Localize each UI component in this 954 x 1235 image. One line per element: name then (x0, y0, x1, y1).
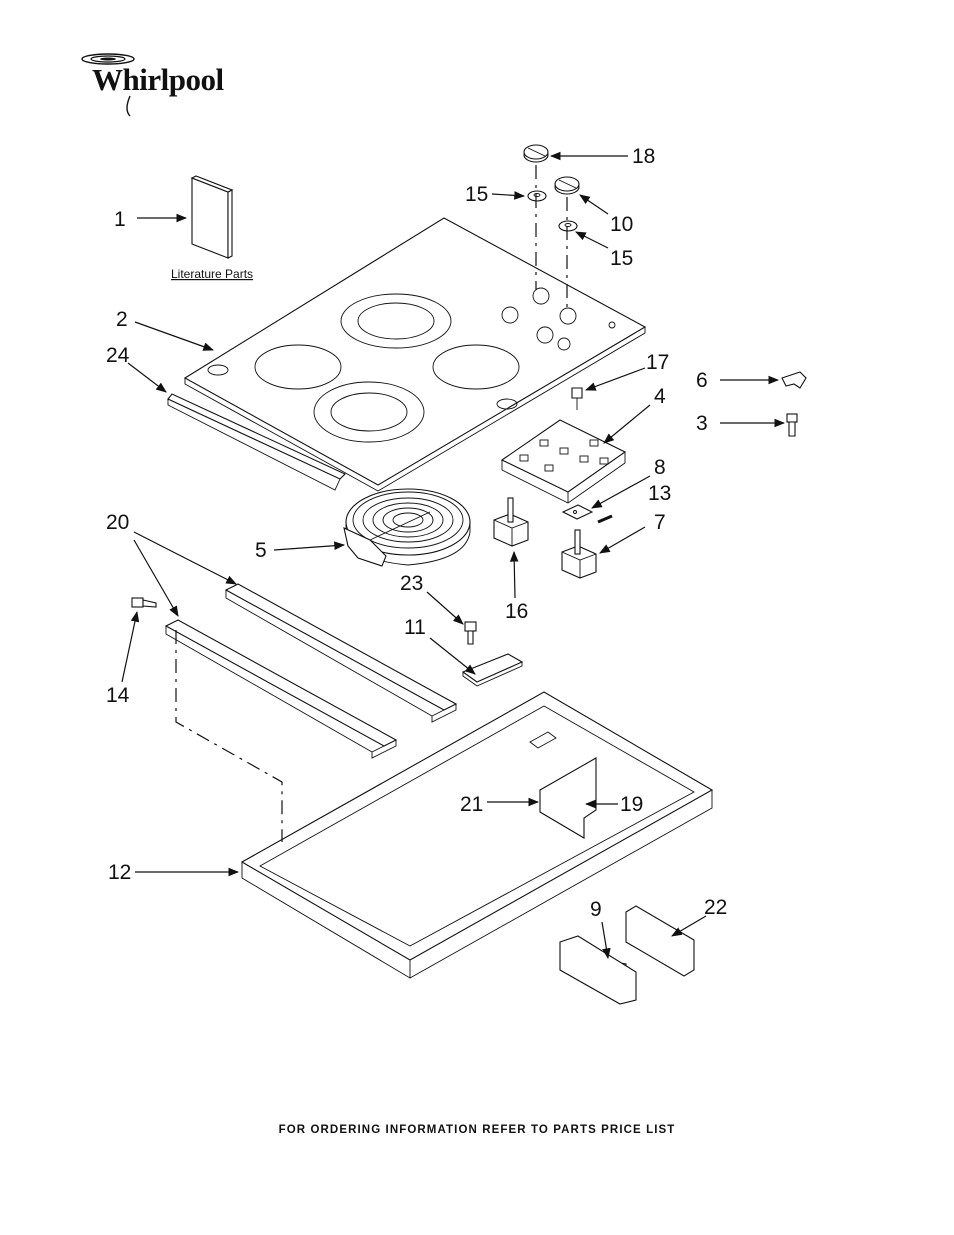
callout-5: 5 (255, 539, 267, 562)
callout-15a: 15 (465, 183, 488, 206)
callout-21: 21 (460, 793, 483, 816)
part-plate-8 (561, 504, 594, 520)
part-clip-6 (781, 371, 807, 389)
callout-labels: 1 2 24 18 15 10 15 17 6 4 3 8 13 7 20 5 … (106, 145, 727, 921)
swirl-logo-icon (81, 53, 135, 65)
callout-17: 17 (646, 351, 669, 374)
callout-18: 18 (632, 145, 655, 168)
literature-caption: Literature Parts (171, 267, 253, 281)
logo-wordmark: Whirlpool (92, 62, 224, 97)
part-insulator-13 (597, 514, 613, 524)
callout-7: 7 (654, 511, 666, 534)
part-screw-17 (571, 387, 583, 410)
leader-lines (121, 151, 786, 960)
part-bezel-15b (558, 220, 578, 232)
part-bezel-15a (527, 190, 547, 202)
ordering-note: FOR ORDERING INFORMATION REFER TO PARTS … (278, 1124, 676, 1136)
callout-12: 12 (108, 861, 131, 884)
callout-10: 10 (610, 213, 633, 236)
callout-13: 13 (648, 482, 671, 505)
part-control-board (500, 419, 627, 504)
part-trim-strip (167, 393, 346, 491)
part-screw-14 (131, 597, 157, 608)
callout-16: 16 (505, 600, 528, 623)
part-side-bracket (559, 905, 695, 1005)
part-cooktop-glass (183, 217, 647, 492)
callout-8: 8 (654, 456, 666, 479)
callout-20: 20 (106, 511, 129, 534)
callout-19: 19 (620, 793, 643, 816)
part-switch-16 (493, 497, 529, 547)
part-bracket-11 (461, 653, 524, 687)
callout-1: 1 (114, 208, 126, 231)
callout-14: 14 (106, 684, 130, 707)
part-literature (190, 175, 234, 259)
part-channel-rear (164, 619, 398, 759)
part-channel-front (224, 583, 458, 723)
callout-24: 24 (106, 344, 130, 367)
part-knob-18 (523, 144, 549, 163)
part-switch-7 (561, 529, 597, 579)
part-screw-23 (464, 621, 477, 645)
callout-11: 11 (404, 616, 426, 639)
callout-3: 3 (696, 412, 708, 435)
callout-23: 23 (400, 572, 423, 595)
part-radiant-element (343, 488, 471, 567)
callout-22: 22 (704, 896, 727, 919)
callout-15b: 15 (610, 247, 633, 270)
callout-2: 2 (116, 308, 128, 331)
part-knob-10 (554, 176, 580, 195)
part-screw-3 (786, 413, 798, 437)
whirlpool-logo: Whirlpool (81, 53, 225, 117)
callout-4: 4 (654, 385, 666, 408)
callout-9: 9 (590, 898, 602, 921)
part-chassis (240, 691, 714, 979)
callout-6: 6 (696, 369, 708, 392)
